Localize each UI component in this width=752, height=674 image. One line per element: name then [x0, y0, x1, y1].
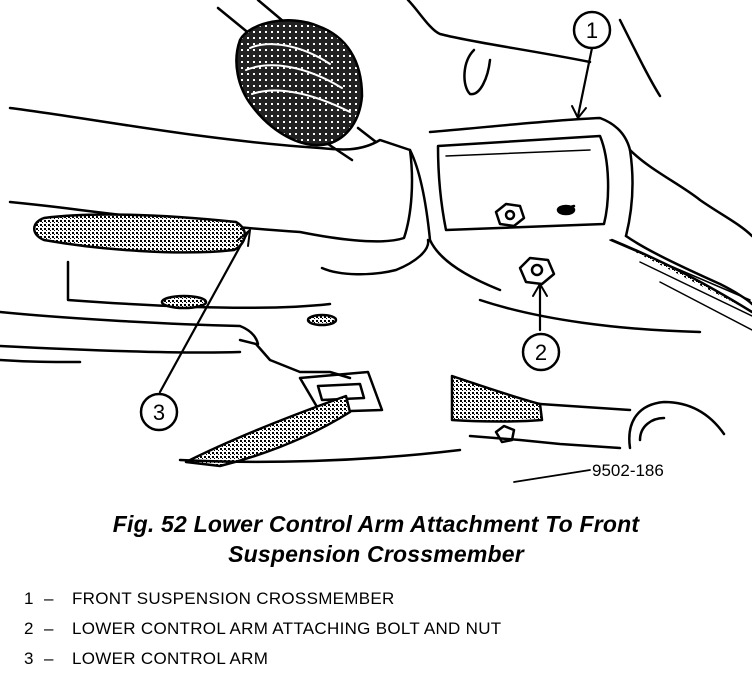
legend-text: LOWER CONTROL ARM ATTACHING BOLT AND NUT	[72, 619, 502, 638]
callout-1: 1	[572, 10, 612, 50]
caption-line-2: Suspension Crossmember	[228, 541, 524, 567]
figure-id-label: 9502-186	[592, 461, 664, 480]
callout-leader-2	[532, 283, 548, 332]
callout-leader-1	[571, 46, 594, 119]
lower-bracket	[178, 374, 726, 464]
front-suspension-crossmember	[320, 116, 752, 334]
legend-dash: –	[44, 619, 54, 638]
callout-leader-3	[158, 229, 251, 394]
legend-text: FRONT SUSPENSION CROSSMEMBER	[72, 589, 395, 608]
callout-2-number: 2	[535, 340, 547, 365]
legend-dash: –	[44, 589, 54, 608]
callout-3-number: 3	[153, 400, 165, 425]
legend-dash: –	[44, 649, 54, 668]
callout-1-number: 1	[586, 18, 598, 43]
caption-line-1: Fig. 52 Lower Control Arm Attachment To …	[112, 511, 640, 537]
cv-boot	[216, 0, 378, 162]
legend-item: 3–LOWER CONTROL ARM	[24, 644, 502, 674]
body-panel	[406, 0, 662, 98]
legend-item: 2–LOWER CONTROL ARM ATTACHING BOLT AND N…	[24, 614, 502, 644]
legend-item: 1–FRONT SUSPENSION CROSSMEMBER	[24, 584, 502, 614]
suspension-illustration: 1 2 3 9502-186	[0, 0, 752, 483]
attaching-bolt-and-nut	[494, 202, 556, 444]
figure-caption: Fig. 52 Lower Control Arm Attachment To …	[0, 509, 752, 569]
legend: 1–FRONT SUSPENSION CROSSMEMBER 2–LOWER C…	[24, 584, 502, 674]
lower-control-arm	[0, 106, 414, 468]
callout-2: 2	[521, 332, 561, 372]
legend-text: LOWER CONTROL ARM	[72, 649, 269, 668]
legend-number: 2	[24, 619, 34, 638]
figure-id-leader	[513, 469, 591, 483]
legend-number: 1	[24, 589, 34, 608]
legend-number: 3	[24, 649, 34, 668]
callout-3: 3	[139, 392, 179, 432]
